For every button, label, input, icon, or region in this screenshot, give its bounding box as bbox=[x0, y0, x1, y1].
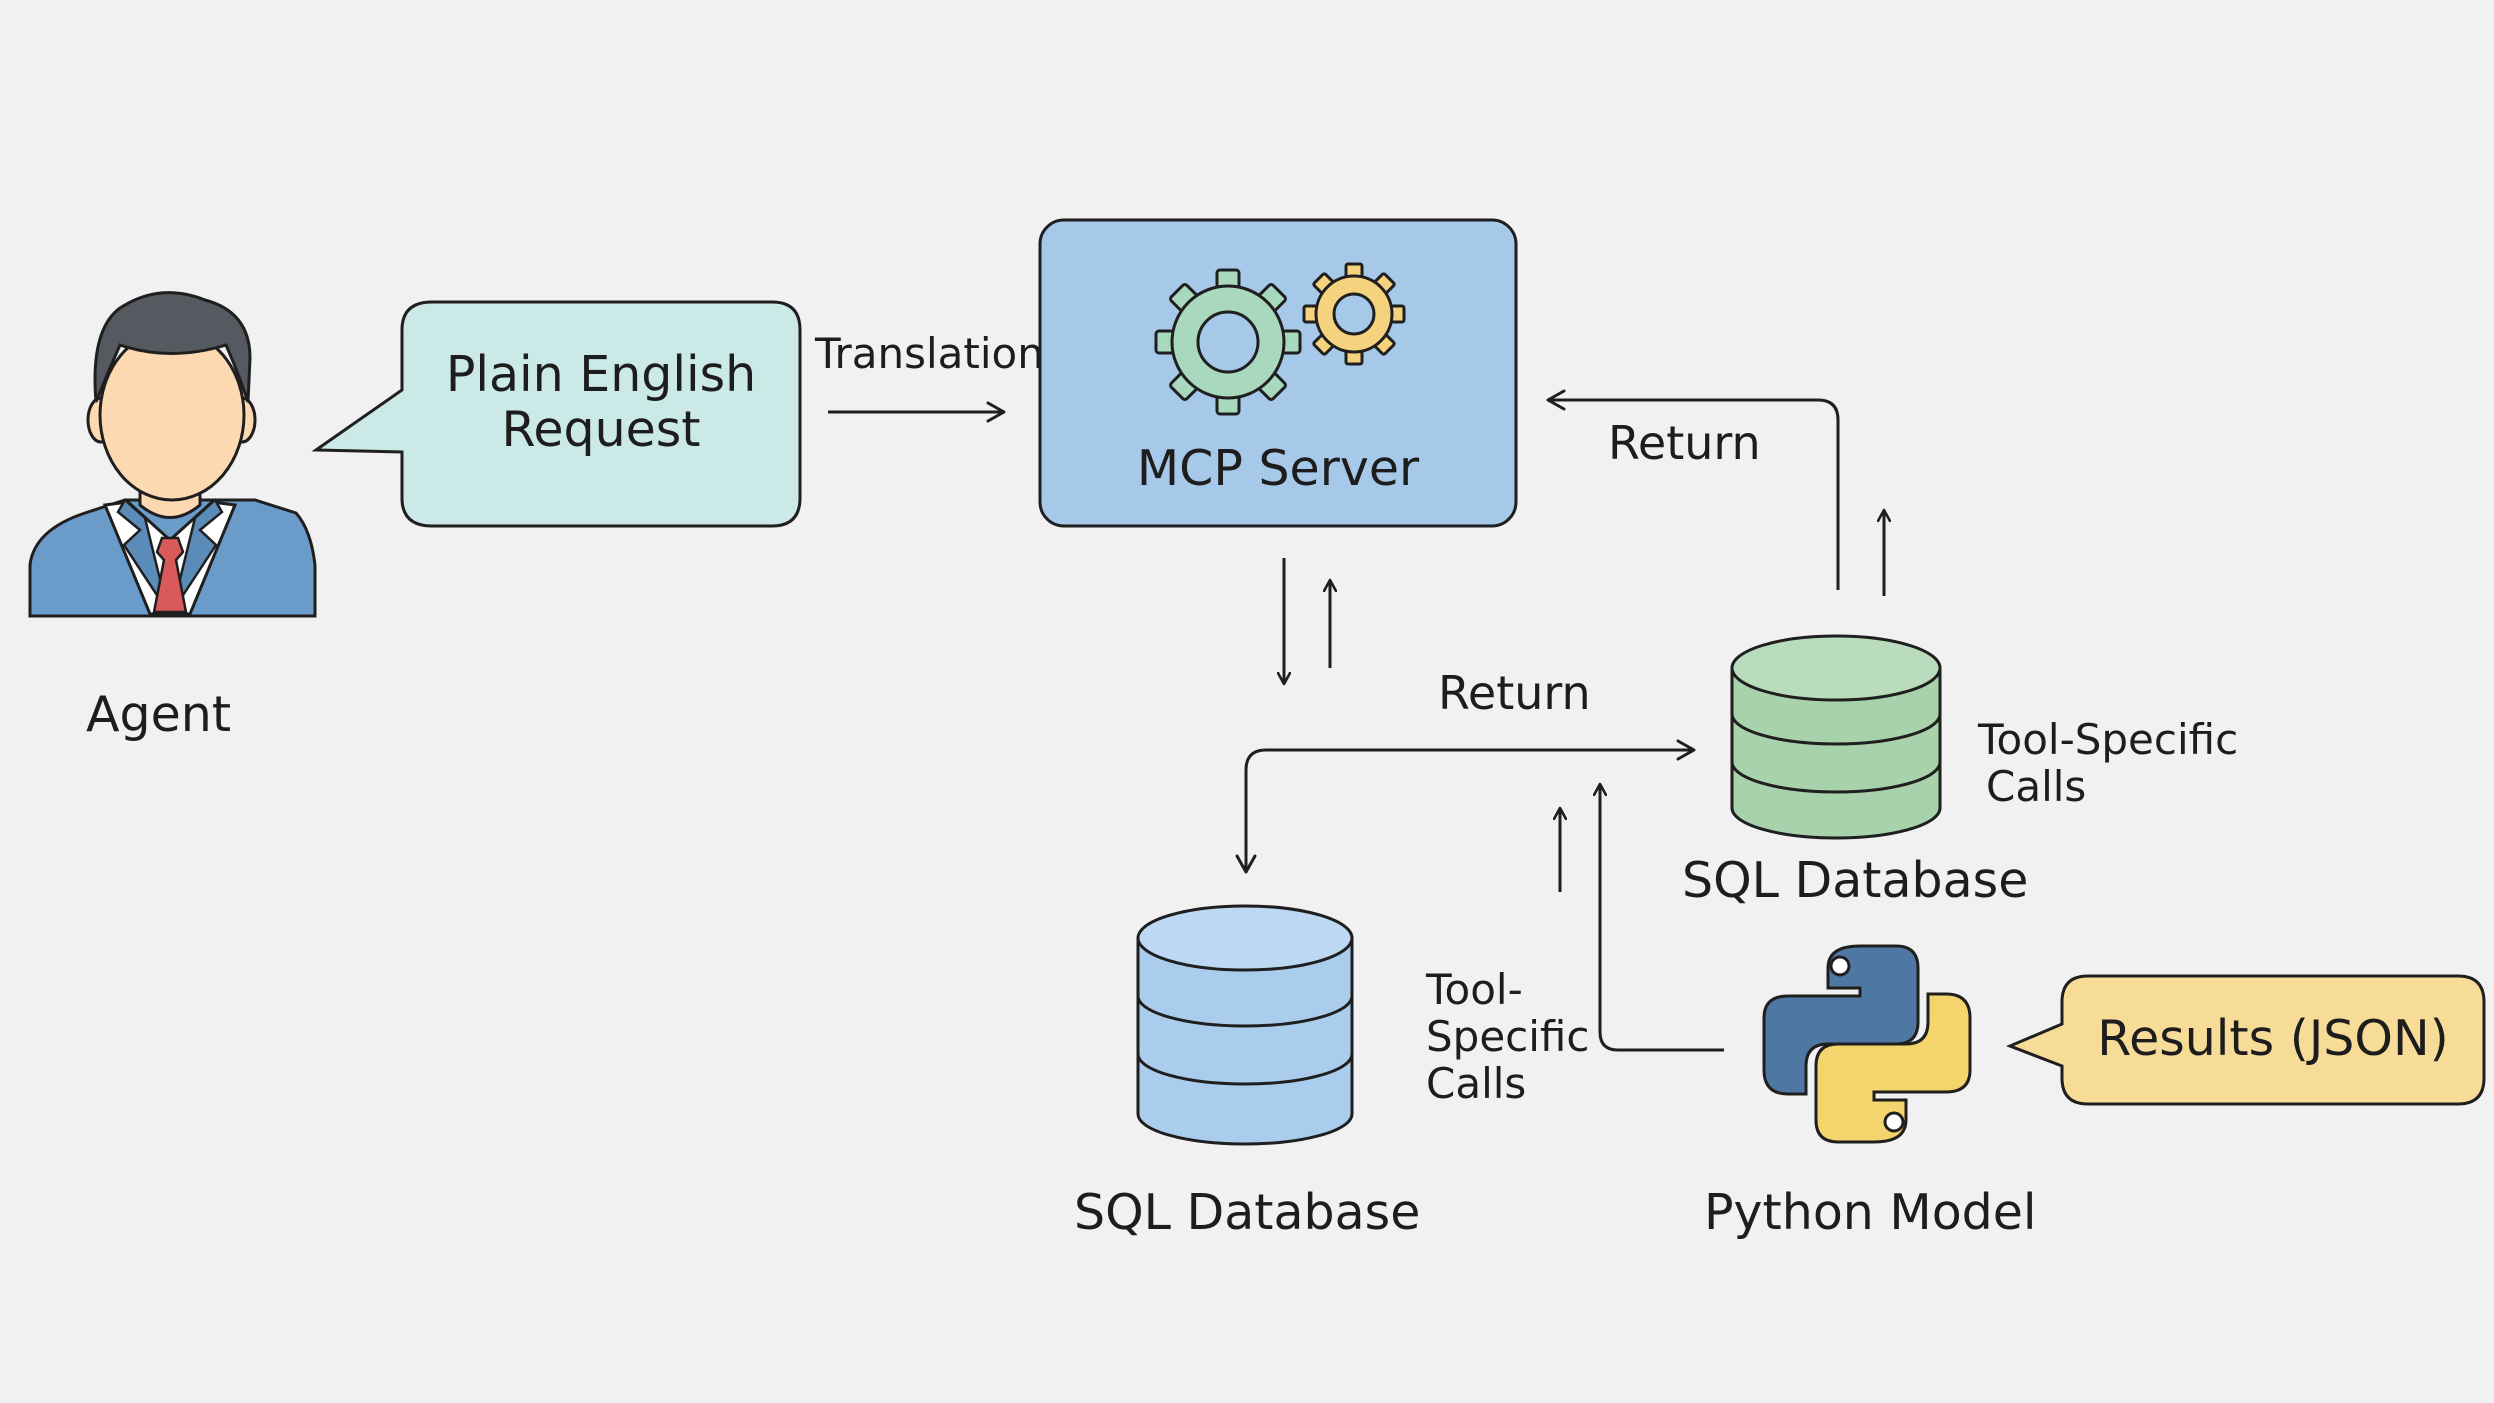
gear-large-icon bbox=[1154, 268, 1302, 416]
right-db-calls-line-2: Calls bbox=[1986, 762, 2087, 812]
agent-label: Agent bbox=[86, 686, 232, 743]
results-bubble-text: Results (JSON) bbox=[2097, 1010, 2449, 1067]
gear-small-icon bbox=[1302, 262, 1406, 366]
database-blue-icon bbox=[1136, 904, 1354, 1146]
right-db-calls-label: Tool-Specific Calls bbox=[1978, 716, 2238, 810]
request-bubble-text: Plain English Request bbox=[402, 346, 800, 458]
python-up-arrow-2 bbox=[1600, 784, 1724, 1052]
left-db-calls-label: Tool- Specific Calls bbox=[1426, 966, 1589, 1107]
return-mid-arrow bbox=[1244, 739, 1696, 872]
mcp-server-box bbox=[1038, 218, 1518, 528]
left-db-calls-line-1: Tool- bbox=[1426, 965, 1523, 1014]
right-db-calls-line-1: Tool-Specific bbox=[1978, 715, 2239, 764]
agent-icon bbox=[28, 291, 317, 618]
left-db-calls-line-3: Calls bbox=[1426, 1059, 1527, 1109]
database-green-icon bbox=[1730, 634, 1942, 840]
return-top-label: Return bbox=[1608, 416, 1761, 470]
mcp-server-label: MCP Server bbox=[1136, 440, 1420, 497]
left-db-label: SQL Database bbox=[1074, 1184, 1421, 1241]
gears-icon bbox=[1154, 262, 1406, 416]
right-db-label: SQL Database bbox=[1682, 852, 2029, 909]
request-bubble bbox=[311, 300, 802, 528]
return-top-arrow bbox=[1546, 389, 1840, 590]
python-logo-icon bbox=[1762, 944, 1972, 1144]
results-bubble bbox=[2005, 974, 2486, 1106]
request-line-2: Request bbox=[501, 400, 701, 458]
left-db-calls-line-2: Specific bbox=[1426, 1012, 1590, 1062]
python-model-label: Python Model bbox=[1704, 1184, 2037, 1241]
translation-label: Translation bbox=[815, 329, 1044, 378]
return-mid-label: Return bbox=[1438, 666, 1591, 720]
request-line-1: Plain English bbox=[445, 346, 757, 403]
